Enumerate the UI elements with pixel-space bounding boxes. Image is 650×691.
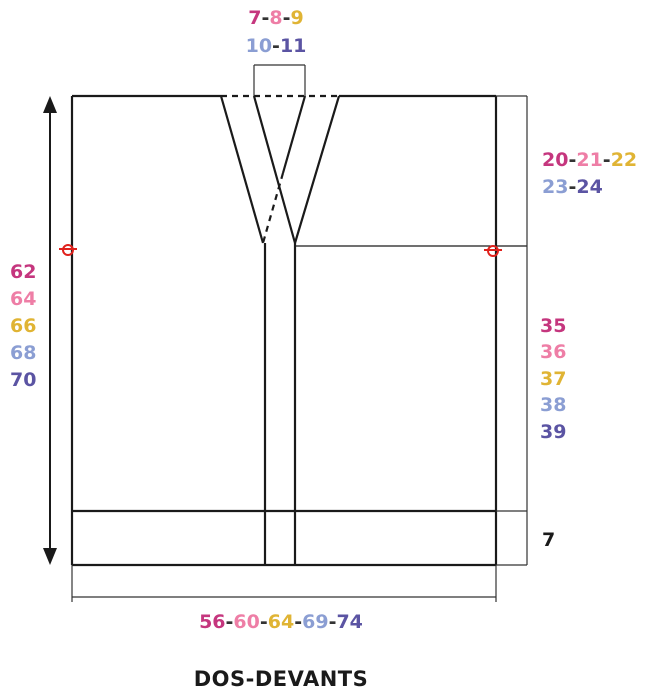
vneck-right-outer <box>293 95 341 244</box>
vneck-right-inner-dashed <box>261 172 285 244</box>
arrow-up-icon <box>43 96 57 113</box>
diagram-title: DOS-DEVANTS <box>194 667 369 691</box>
side-size-1: 35 <box>540 315 566 337</box>
armhole-depth-label-row2: 23-24 <box>542 176 603 198</box>
side-size-3: 37 <box>540 368 566 390</box>
vneck-left-outer <box>219 95 265 244</box>
total-length-labels: 62 64 66 68 70 <box>10 261 36 391</box>
marker-right-icon <box>484 245 502 257</box>
length-size-2: 64 <box>10 288 36 310</box>
bottom-dimension-bracket <box>71 565 497 602</box>
neck-width-label-row1: 7-8-9 <box>248 7 303 29</box>
neck-width-bracket <box>253 64 306 96</box>
side-size-4: 38 <box>540 394 566 416</box>
width-label: 56-60-64-69-74 <box>199 611 363 633</box>
length-arrow <box>43 96 57 565</box>
length-size-1: 62 <box>10 261 36 283</box>
ribbing-label: 7 <box>542 529 555 551</box>
length-size-3: 66 <box>10 315 36 337</box>
garment-outline <box>70 94 527 567</box>
side-size-2: 36 <box>540 341 566 363</box>
armhole-depth-label-row1: 20-21-22 <box>542 149 637 171</box>
arrow-down-icon <box>43 548 57 565</box>
marker-left-icon <box>59 244 77 256</box>
vneck-left-inner <box>252 95 297 244</box>
length-size-5: 70 <box>10 369 36 391</box>
side-size-5: 39 <box>540 421 566 443</box>
right-dimension-bracket <box>496 95 528 566</box>
vneck-right-inner <box>281 95 307 174</box>
neck-width-label-row2: 10-11 <box>246 35 307 57</box>
side-length-labels: 35 36 37 38 39 <box>540 315 566 443</box>
length-size-4: 68 <box>10 342 36 364</box>
